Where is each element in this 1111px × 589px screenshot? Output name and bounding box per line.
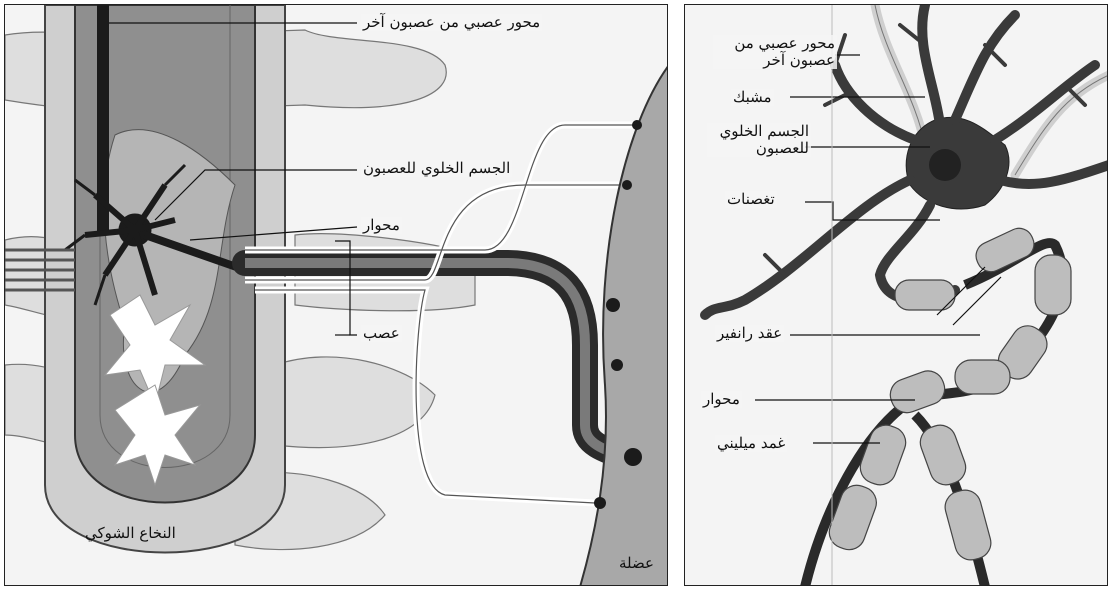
label-muscle: عضلة [617,555,656,572]
label-nerve: عصب [361,325,402,342]
spinal-cord-diagram-panel: محور عصبي من عصبون آخر الجسم الخلوي للعص… [4,4,668,586]
label-spinal-cord: النخاع الشوكي [83,525,178,542]
neuron-diagram-panel: محور عصبي من عصبون آخر مشبك الجسم الخلوي… [684,4,1108,586]
label-axon: محوار [701,391,742,408]
label-synapse: مشبك [731,89,774,106]
label-axon: محوار [361,217,402,234]
label-axon-from-other-neuron: محور عصبي من عصبون آخر [361,14,542,31]
label-cell-body: الجسم الخلوي للعصبون [361,160,512,177]
label-myelin-sheath: غمد ميليني [715,435,787,452]
spinal-cord-illustration [5,5,668,586]
label-cell-body: الجسم الخلوي للعصبون [707,123,811,157]
label-nodes-of-ranvier: عقد رانفير [715,325,784,342]
label-axon-from-other-neuron: محور عصبي من عصبون آخر [713,35,837,69]
nucleus [929,149,961,181]
label-dendrites: تغصنات [725,191,777,208]
